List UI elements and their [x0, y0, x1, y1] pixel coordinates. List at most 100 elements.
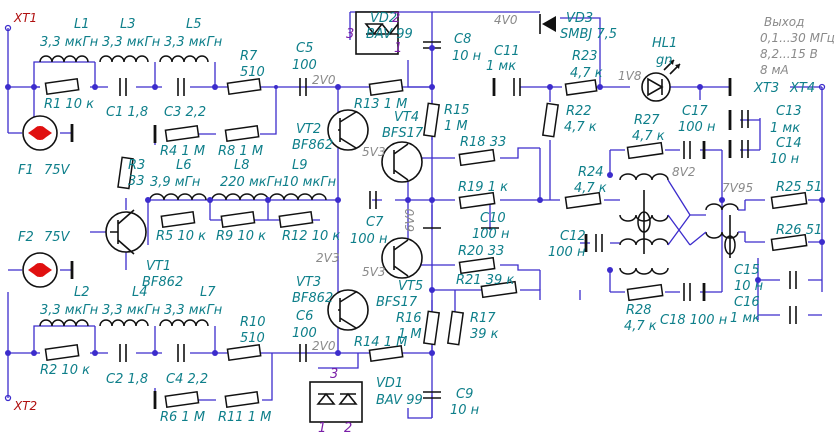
r8-label: R8 1 М — [218, 144, 263, 159]
capacitor-c17: C17 100 н — [678, 104, 716, 159]
c5-value: 100 — [292, 58, 317, 73]
l8-ref: L8 — [234, 158, 250, 173]
transistor-vt2: VT2 BF862 — [292, 109, 369, 153]
resistor-r26: R26 51 — [770, 223, 822, 252]
c15-ref: C15 — [734, 263, 760, 278]
l6-value: 3,9 мГн — [150, 175, 201, 190]
c13-ref: C13 — [776, 104, 802, 119]
c16-value: 1 мк — [730, 311, 760, 326]
r19-label: R19 1 к — [458, 180, 508, 195]
resistor-r2: R2 10 к — [40, 343, 90, 378]
resistor-r17: R17 39 к — [446, 310, 499, 346]
l6-ref: L6 — [176, 158, 192, 173]
capacitor-c11: C11 1 мк — [486, 44, 521, 96]
inductor-l1: L1 3,3 мкГн — [39, 17, 99, 63]
vt4-value: BFS17 — [382, 126, 424, 141]
vt2-ref: VT2 — [296, 122, 321, 137]
l4-ref: L4 — [132, 285, 148, 300]
r28-ref: R28 — [626, 303, 652, 318]
resistor-r27: R27 4,7 к — [626, 113, 665, 160]
output-current: 8 мА — [760, 63, 789, 77]
c13-value: 1 мк — [770, 121, 800, 136]
resistor-r15: R15 1 М — [422, 102, 470, 138]
resistor-r4: R4 1 М — [160, 124, 205, 159]
voltage-2v0-top: 2V0 — [312, 73, 336, 87]
voltage-8v2: 8V2 — [672, 165, 695, 179]
inductor-l8: L8 220 мкГн — [211, 158, 283, 201]
capacitor-c18: C18 100 н — [660, 283, 728, 328]
voltage-1v8: 1V8 — [618, 69, 642, 83]
resistor-r23: R23 4,7 к — [564, 49, 603, 96]
inductor-l2: L2 3,3 мкГн — [39, 285, 99, 327]
f1-ref: F1 — [18, 163, 34, 178]
r27-ref: R27 — [634, 113, 660, 128]
r12-label: R12 10 к — [282, 229, 340, 244]
vd1-pin1: 1 — [318, 421, 326, 436]
c5-ref: C5 — [296, 41, 313, 56]
output-frequency: 0,1...30 МГц — [760, 31, 835, 45]
c11-value: 1 мк — [486, 59, 516, 74]
r6-label: R6 1 М — [160, 410, 205, 425]
c8-ref: C8 — [454, 32, 471, 47]
transformer-left — [619, 173, 691, 275]
capacitor-c14: C14 10 н — [728, 136, 802, 167]
c15-value: 10 н — [734, 279, 764, 294]
vd1-value: BAV 99 — [376, 393, 423, 408]
r21-label: R21 39 к — [456, 273, 514, 288]
r3-value: 33 — [128, 174, 145, 189]
resistor-r3: R3 33 — [117, 156, 145, 190]
inductor-l4: L4 3,3 мкГн — [99, 285, 161, 327]
r27-value: 4,7 к — [632, 129, 665, 144]
resistor-r28: R28 4,7 к — [624, 283, 664, 334]
c16-ref: C16 — [734, 295, 760, 310]
capacitor-c2: C2 1,8 — [106, 344, 148, 387]
diode-vd1: VD1 BAV 99 3 1 2 — [309, 367, 423, 436]
l2-ref: L2 — [74, 285, 90, 300]
capacitor-c9: C9 10 н — [423, 387, 480, 418]
resistor-r10: R10 510 — [226, 315, 266, 362]
resistor-r18: R18 33 — [458, 135, 506, 167]
r15-value: 1 М — [444, 119, 468, 134]
capacitor-c5: C5 100 — [292, 41, 317, 96]
diode-vd3: VD3 SMBJ 7,5 — [539, 11, 617, 42]
transistor-vt4: VT4 BFS17 — [381, 110, 424, 183]
resistor-r24: R24 4,7 к — [564, 165, 607, 210]
l8-value: 220 мкГн — [220, 175, 283, 190]
resistor-r16: R16 1 М — [396, 310, 441, 346]
f2-value: 75V — [44, 230, 71, 245]
r22-value: 4,7 к — [564, 120, 597, 135]
r16-value: 1 М — [398, 327, 422, 342]
r9-label: R9 10 к — [216, 229, 266, 244]
capacitor-c10: C10 100 н — [423, 211, 510, 242]
l5-ref: L5 — [186, 17, 202, 32]
vt3-value: BF862 — [292, 291, 333, 306]
vd2-pin3: 3 — [346, 27, 354, 42]
capacitor-c12: C12 100 н — [548, 229, 603, 260]
junction-dots — [5, 45, 825, 356]
resistor-r25: R25 51 — [770, 180, 822, 210]
transistor-vt5: VT5 BFS17 — [376, 237, 423, 310]
transformer-right — [689, 200, 746, 258]
resistor-r20: R20 33 — [458, 244, 504, 275]
connector-xt4: XT4 — [789, 81, 826, 96]
inductor-l7: L7 3,3 мкГн — [159, 285, 223, 327]
resistor-r5: R5 10 к — [156, 210, 206, 244]
hl1-ref: HL1 — [652, 36, 677, 51]
vd1-pin3: 3 — [330, 367, 338, 382]
r25-label: R25 51 — [776, 180, 822, 195]
c6-value: 100 — [292, 326, 317, 341]
resistor-r13: R13 1 М — [354, 78, 407, 112]
vd2-ref: VD2 — [370, 11, 397, 26]
l1-value: 3,3 мкГн — [40, 35, 99, 50]
resistor-r9: R9 10 к — [216, 210, 266, 244]
inductor-l6: L6 3,9 мГн — [149, 158, 207, 201]
transistor-vt3: VT3 BF862 — [292, 275, 369, 331]
voltage-2v0-bottom: 2V0 — [312, 339, 336, 353]
r5-label: R5 10 к — [156, 229, 206, 244]
voltage-labels: 4V0 2V0 2V0 2V3 5V3 5V3 6V0 1V8 8V2 7V95 — [312, 13, 753, 353]
r10-value: 510 — [240, 331, 265, 346]
resistor-r6: R6 1 М — [160, 390, 205, 425]
inductor-l9: L9 10 мкГн — [269, 158, 337, 201]
hl1-value: gn — [656, 53, 673, 68]
voltage-5v3-top: 5V3 — [362, 145, 385, 159]
